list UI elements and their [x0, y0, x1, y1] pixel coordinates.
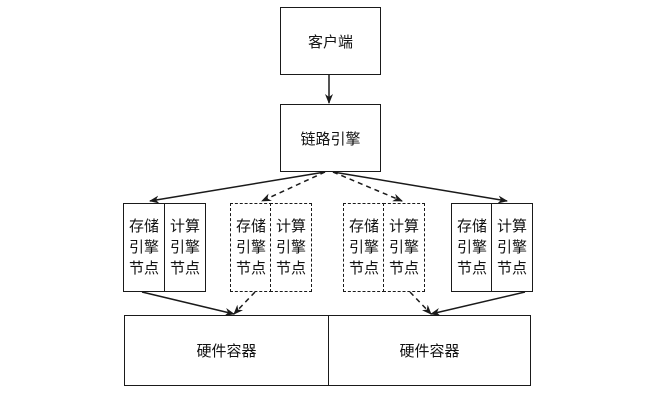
compute-engine-node-1: 计算 引擎 节点	[164, 203, 206, 292]
node-text-line: 节点	[235, 259, 266, 277]
node-text-line: 节点	[275, 259, 306, 277]
storage-engine-node-2: 存储 引擎 节点	[230, 203, 272, 292]
node-text-line: 节点	[348, 259, 379, 277]
storage-engine-node-3: 存储 引擎 节点	[343, 203, 385, 292]
node-text-line: 计算	[275, 217, 306, 235]
node-text-line: 存储	[128, 217, 159, 235]
arrow-group-3-to-container-2	[409, 291, 432, 315]
arrow-group-4-to-container-2	[430, 291, 526, 316]
node-text-line: 计算	[388, 217, 419, 235]
node-text-line: 存储	[348, 217, 379, 235]
node-text-line: 节点	[388, 259, 419, 277]
link-engine-label: 链路引擎	[300, 129, 361, 148]
node-text-line: 计算	[169, 217, 200, 235]
node-text-line: 节点	[496, 259, 527, 277]
hardware-container-label: 硬件容器	[399, 342, 460, 360]
compute-engine-node-3: 计算 引擎 节点	[383, 203, 425, 292]
arrow-group-1-to-container-1	[141, 291, 235, 316]
client-label: 客户端	[307, 32, 353, 51]
node-text-line: 引擎	[496, 238, 527, 256]
node-text-line: 节点	[128, 259, 159, 277]
node-text-line: 存储	[456, 217, 487, 235]
node-text-line: 存储	[235, 217, 266, 235]
node-text-line: 计算	[496, 217, 527, 235]
node-text-line: 引擎	[128, 238, 159, 256]
node-text-line: 引擎	[235, 238, 266, 256]
client-box: 客户端	[280, 7, 381, 75]
node-text-line: 引擎	[456, 238, 487, 256]
node-text-line: 引擎	[388, 238, 419, 256]
arrow-link-engine-to-group-3	[332, 171, 403, 202]
compute-engine-node-4: 计算 引擎 节点	[491, 203, 533, 292]
storage-engine-node-1: 存储 引擎 节点	[123, 203, 165, 292]
arrow-link-engine-to-group-1	[149, 171, 326, 204]
node-text-line: 引擎	[275, 238, 306, 256]
compute-engine-node-2: 计算 引擎 节点	[270, 203, 312, 292]
node-text-line: 引擎	[169, 238, 200, 256]
arrow-link-engine-to-group-4	[332, 171, 508, 204]
node-text-line: 节点	[456, 259, 487, 277]
link-engine-box: 链路引擎	[280, 104, 381, 172]
hardware-container-label: 硬件容器	[196, 342, 257, 360]
hardware-container-1: 硬件容器	[124, 315, 329, 386]
hardware-container-2: 硬件容器	[328, 315, 531, 386]
storage-engine-node-4: 存储 引擎 节点	[451, 203, 493, 292]
node-text-line: 节点	[169, 259, 200, 277]
arrow-link-engine-to-group-2	[261, 171, 326, 202]
node-text-line: 引擎	[348, 238, 379, 256]
arrow-group-2-to-container-1	[233, 291, 256, 315]
